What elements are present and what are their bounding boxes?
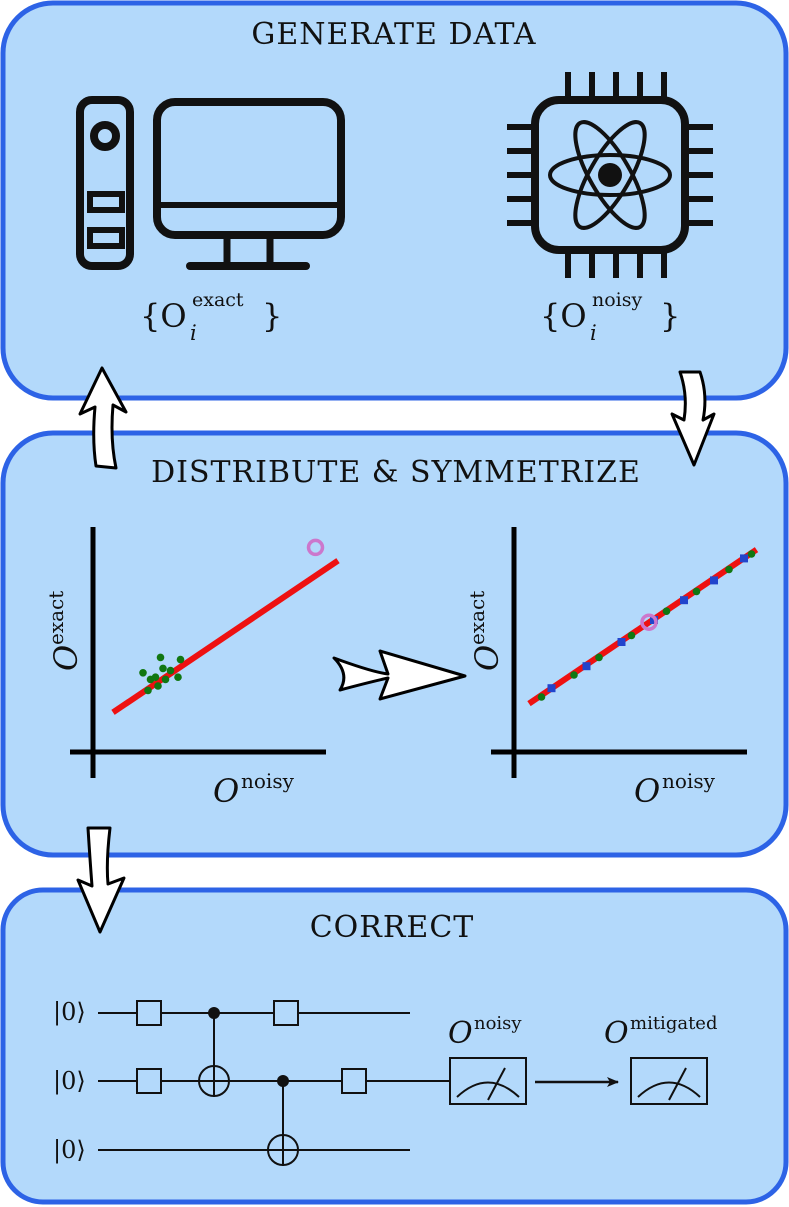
svg-text:O: O [47,645,85,671]
single-qubit-gate [136,1000,162,1026]
data-point-square [582,662,591,671]
data-point [159,664,167,673]
svg-text:O: O [468,645,506,671]
noisy-output-label: O noisy [448,1013,522,1051]
svg-text:i: i [590,321,597,345]
data-point-square [680,596,688,605]
svg-text:noisy: noisy [662,769,716,793]
svg-text:{O: {O [140,297,187,335]
svg-text:O: O [604,1016,629,1051]
data-point [176,655,185,664]
outlier-point [640,613,658,631]
single-qubit-gate [273,1000,299,1026]
distribute-symmetrize-panel: DISTRIBUTE & SYMMETRIZE O exact O noisy … [0,430,789,858]
data-point [151,673,160,681]
single-qubit-gate [136,1068,162,1094]
data-point [166,666,175,675]
quantum-chip-atom-icon [507,72,713,278]
data-point [692,587,701,596]
ket-zero-2: |0⟩ [53,1067,86,1096]
data-point [570,671,578,679]
data-point-square [547,684,556,693]
ket-zero-3: |0⟩ [53,1136,86,1165]
mitigated-output-label: O mitigated [604,1013,717,1051]
data-point [156,653,165,662]
svg-text:O: O [634,772,660,810]
svg-text:{O: {O [540,297,587,335]
cnot-gate [267,1075,299,1166]
data-point [139,669,147,677]
data-point [662,607,671,615]
exact-observables-label: {O exact i } [140,289,282,345]
svg-text:mitigated: mitigated [630,1013,717,1034]
x-axis-label: O noisy [634,769,716,810]
svg-text:}: } [660,297,680,335]
fit-line [111,558,340,715]
svg-text:exact: exact [465,591,489,645]
flow-arrow-down [670,370,716,467]
data-point [161,675,170,684]
generate-data-panel: GENERATE DATA [0,0,789,401]
data-point [627,631,636,640]
y-axis-label: O exact [465,591,506,671]
data-point [747,550,756,558]
data-point [725,565,733,574]
measurement-meter-icon [630,1057,708,1105]
correct-title: CORRECT [310,910,475,945]
data-point-square [740,554,748,563]
desktop-computer-icon [76,96,345,270]
scatter-chart-after: O exact O noisy [465,527,759,810]
svg-text:noisy: noisy [592,289,643,311]
flow-arrow-down [76,826,126,934]
measurement-meter-icon [449,1057,527,1105]
svg-text:}: } [262,297,282,335]
svg-text:O: O [448,1016,473,1051]
flow-arrow-up [78,366,128,470]
single-qubit-gate [341,1068,367,1094]
data-point [595,653,603,662]
svg-text:noisy: noisy [474,1013,522,1034]
outlier-point [306,538,325,557]
ket-zero-1: |0⟩ [53,998,86,1027]
data-point-square [710,576,718,585]
data-point [174,673,182,681]
generate-data-title: GENERATE DATA [251,17,536,52]
svg-text:i: i [190,321,197,345]
data-point [144,686,152,695]
data-point-square [617,638,626,646]
svg-text:exact: exact [44,591,68,645]
noisy-observables-label: {O noisy i } [540,289,680,345]
svg-text:O: O [213,772,239,810]
transform-arrow [332,649,467,701]
svg-text:exact: exact [192,289,244,311]
scatter-chart-before: O exact O noisy [44,527,340,810]
data-point [154,682,162,690]
correct-panel: CORRECT |0⟩ |0⟩ |0⟩ [0,887,789,1205]
x-axis-label: O noisy [213,769,295,810]
data-point [537,693,546,701]
svg-text:noisy: noisy [241,769,295,793]
distribute-symmetrize-title: DISTRIBUTE & SYMMETRIZE [151,455,641,490]
cnot-gate [198,1007,230,1097]
y-axis-label: O exact [44,591,85,671]
